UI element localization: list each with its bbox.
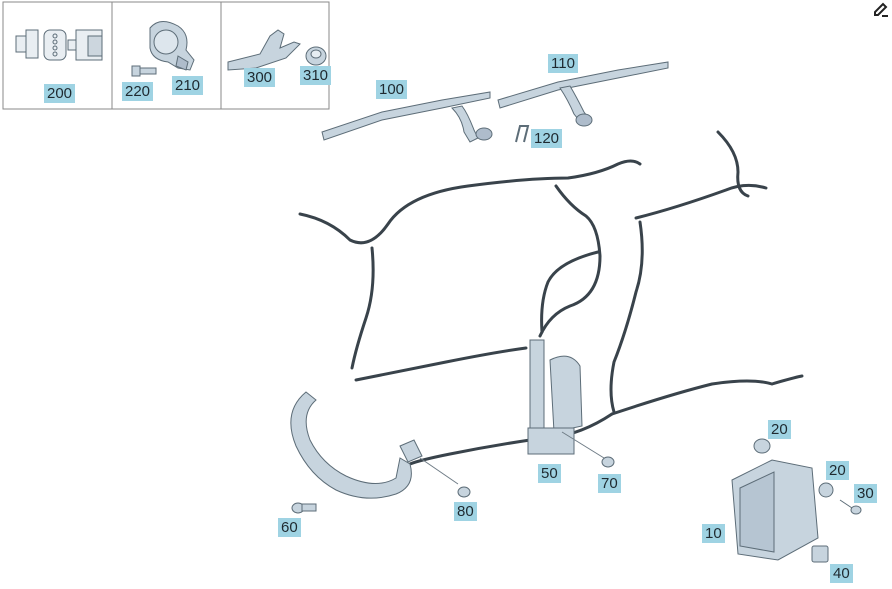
bolt-80-icon bbox=[457, 486, 471, 498]
callout-100[interactable]: 100 bbox=[376, 80, 408, 99]
callout-210[interactable]: 210 bbox=[172, 76, 204, 95]
injector-rail-100 bbox=[321, 91, 493, 143]
callout-200[interactable]: 200 bbox=[44, 84, 76, 103]
bolt-60-icon bbox=[291, 502, 317, 514]
main-wiring-harness bbox=[298, 130, 804, 466]
callout-20b[interactable]: 20 bbox=[826, 461, 849, 480]
callout-70[interactable]: 70 bbox=[598, 474, 621, 493]
screw-30-icon bbox=[839, 499, 862, 515]
callout-20a[interactable]: 20 bbox=[768, 420, 791, 439]
callout-300[interactable]: 300 bbox=[244, 68, 276, 87]
bolt-220-icon bbox=[131, 65, 157, 77]
plug-40-icon bbox=[811, 545, 829, 563]
clip-120-icon bbox=[515, 125, 530, 143]
callout-220[interactable]: 220 bbox=[122, 82, 154, 101]
callout-10[interactable]: 10 bbox=[702, 524, 725, 543]
harness-duct bbox=[290, 391, 423, 499]
leader-lines bbox=[419, 431, 605, 485]
grommet-310-icon bbox=[305, 46, 327, 66]
callout-50[interactable]: 50 bbox=[538, 464, 561, 483]
callout-40[interactable]: 40 bbox=[830, 564, 853, 583]
module-50 bbox=[527, 339, 583, 455]
grommet-20a-icon bbox=[753, 438, 771, 454]
callout-110[interactable]: 110 bbox=[548, 54, 578, 73]
sensor-210-icon bbox=[149, 21, 195, 71]
connector-set-icon bbox=[15, 29, 103, 61]
grommet-20b-icon bbox=[818, 482, 834, 498]
bolt-70-icon bbox=[601, 456, 615, 468]
callout-120[interactable]: 120 bbox=[531, 129, 563, 148]
callout-80[interactable]: 80 bbox=[454, 502, 477, 521]
callout-60[interactable]: 60 bbox=[278, 518, 301, 537]
callout-30[interactable]: 30 bbox=[854, 484, 877, 503]
edit-icon[interactable] bbox=[872, 1, 890, 19]
control-unit-10 bbox=[731, 459, 819, 561]
callout-310[interactable]: 310 bbox=[300, 66, 332, 85]
injector-rail-110 bbox=[497, 61, 669, 127]
